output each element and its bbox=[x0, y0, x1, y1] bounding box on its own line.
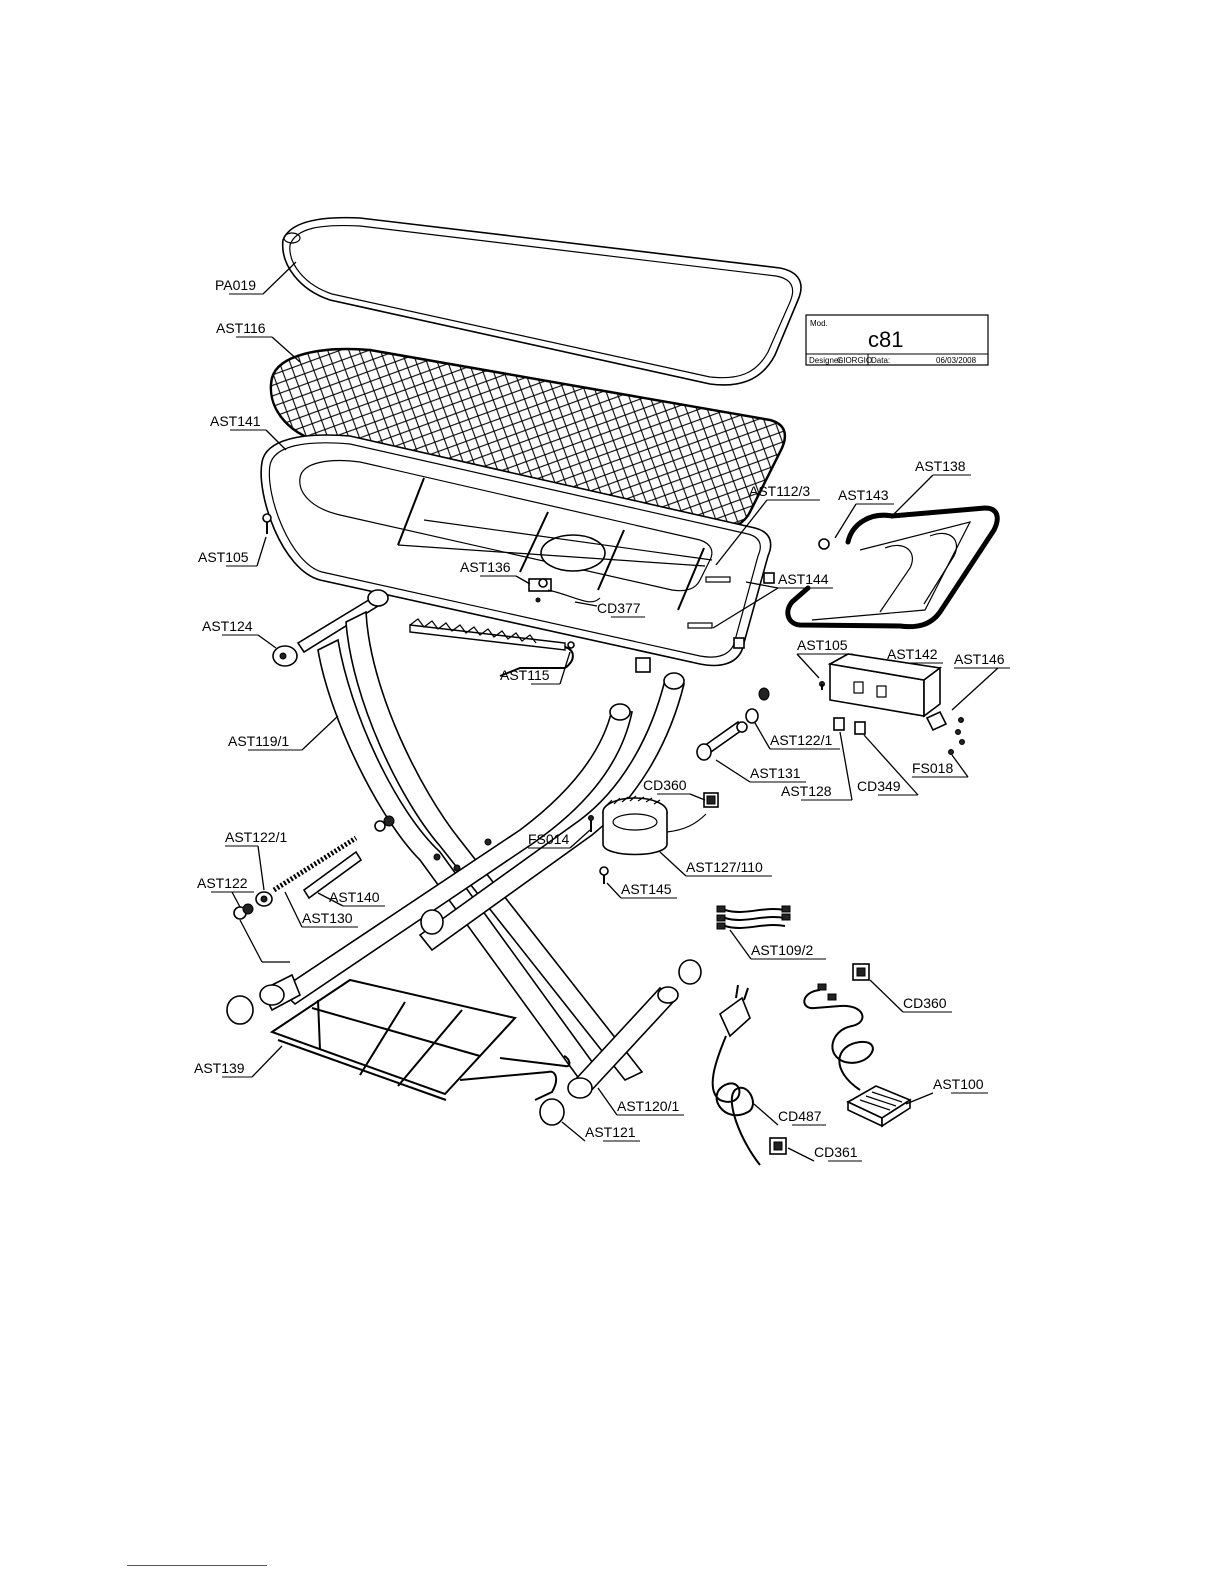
callout-pa019: PA019 bbox=[215, 277, 256, 293]
callout-ast122: AST122 bbox=[197, 875, 248, 891]
callout-ast109-2: AST109/2 bbox=[751, 942, 813, 958]
board-cover-drawing bbox=[281, 216, 802, 386]
callout-ast120-1: AST120/1 bbox=[617, 1098, 679, 1114]
board-body-drawing bbox=[260, 434, 775, 673]
callout-ast144: AST144 bbox=[778, 571, 829, 587]
callout-cd360-bottom: CD360 bbox=[903, 995, 947, 1011]
callout-ast141: AST141 bbox=[210, 413, 261, 429]
title-block-model: c81 bbox=[868, 327, 903, 352]
title-block-designer: GIORGIO bbox=[837, 356, 872, 365]
title-block-mod-label: Mod. bbox=[810, 319, 828, 328]
callout-cd487: CD487 bbox=[778, 1108, 822, 1124]
heater-ring-drawing bbox=[588, 792, 719, 884]
screw-ast105-left-drawing bbox=[262, 513, 272, 534]
callout-ast121: AST121 bbox=[585, 1124, 636, 1140]
callout-ast128: AST128 bbox=[781, 783, 832, 799]
callout-ast122-1-right: AST122/1 bbox=[770, 732, 832, 748]
callout-ast100: AST100 bbox=[933, 1076, 984, 1092]
callout-ast105-right: AST105 bbox=[797, 637, 848, 653]
callout-cd349: CD349 bbox=[857, 778, 901, 794]
callout-ast115: AST115 bbox=[500, 667, 550, 683]
callout-cd377: CD377 bbox=[597, 600, 641, 616]
callout-ast136: AST136 bbox=[460, 559, 511, 575]
heating-element-drawing bbox=[785, 505, 1000, 630]
callout-cd361: CD361 bbox=[814, 1144, 858, 1160]
callout-ast122-1-left: AST122/1 bbox=[225, 829, 287, 845]
callout-cd360-top: CD360 bbox=[643, 777, 687, 793]
power-cord-drawing bbox=[711, 984, 787, 1166]
callout-ast143: AST143 bbox=[838, 487, 889, 503]
callout-ast145: AST145 bbox=[621, 881, 672, 897]
foot-pedal-drawing bbox=[803, 963, 912, 1128]
callout-ast146: AST146 bbox=[954, 651, 1005, 667]
callout-ast105-left: AST105 bbox=[198, 549, 249, 565]
spring-rod-drawing bbox=[233, 815, 395, 920]
wiring-ast109-drawing bbox=[716, 905, 791, 930]
callout-fs018: FS018 bbox=[912, 760, 953, 776]
basket-ast139-drawing bbox=[269, 978, 571, 1101]
bolt-ast131-drawing bbox=[696, 687, 770, 761]
callout-ast116: AST116 bbox=[216, 320, 266, 336]
title-block-date: 06/03/2008 bbox=[936, 356, 977, 365]
leg-frame-drawing bbox=[226, 589, 702, 1126]
callout-fs014: FS014 bbox=[528, 831, 569, 847]
mesh-top-drawing bbox=[269, 347, 787, 531]
callout-ast140: AST140 bbox=[329, 889, 380, 905]
callout-ast142: AST142 bbox=[887, 646, 938, 662]
title-block-date-label: Data: bbox=[871, 356, 890, 365]
callout-ast127-110: AST127/110 bbox=[686, 859, 763, 875]
title-block: Mod. c81 Designer: GIORGIO Data: 06/03/2… bbox=[805, 314, 989, 366]
callout-ast112-3: AST112/3 bbox=[749, 483, 810, 499]
title-block-designer-label: Designer: bbox=[809, 356, 843, 365]
control-box-drawing bbox=[819, 653, 965, 755]
callout-ast131: AST131 bbox=[750, 765, 801, 781]
rack-ast115-drawing bbox=[409, 618, 575, 677]
callout-ast119-1: AST119/1 bbox=[228, 733, 289, 749]
callout-ast138: AST138 bbox=[915, 458, 966, 474]
callout-ast130: AST130 bbox=[302, 910, 353, 926]
callout-ast124: AST124 bbox=[202, 618, 253, 634]
callout-ast139: AST139 bbox=[194, 1060, 245, 1076]
footer-rule bbox=[127, 1565, 267, 1566]
